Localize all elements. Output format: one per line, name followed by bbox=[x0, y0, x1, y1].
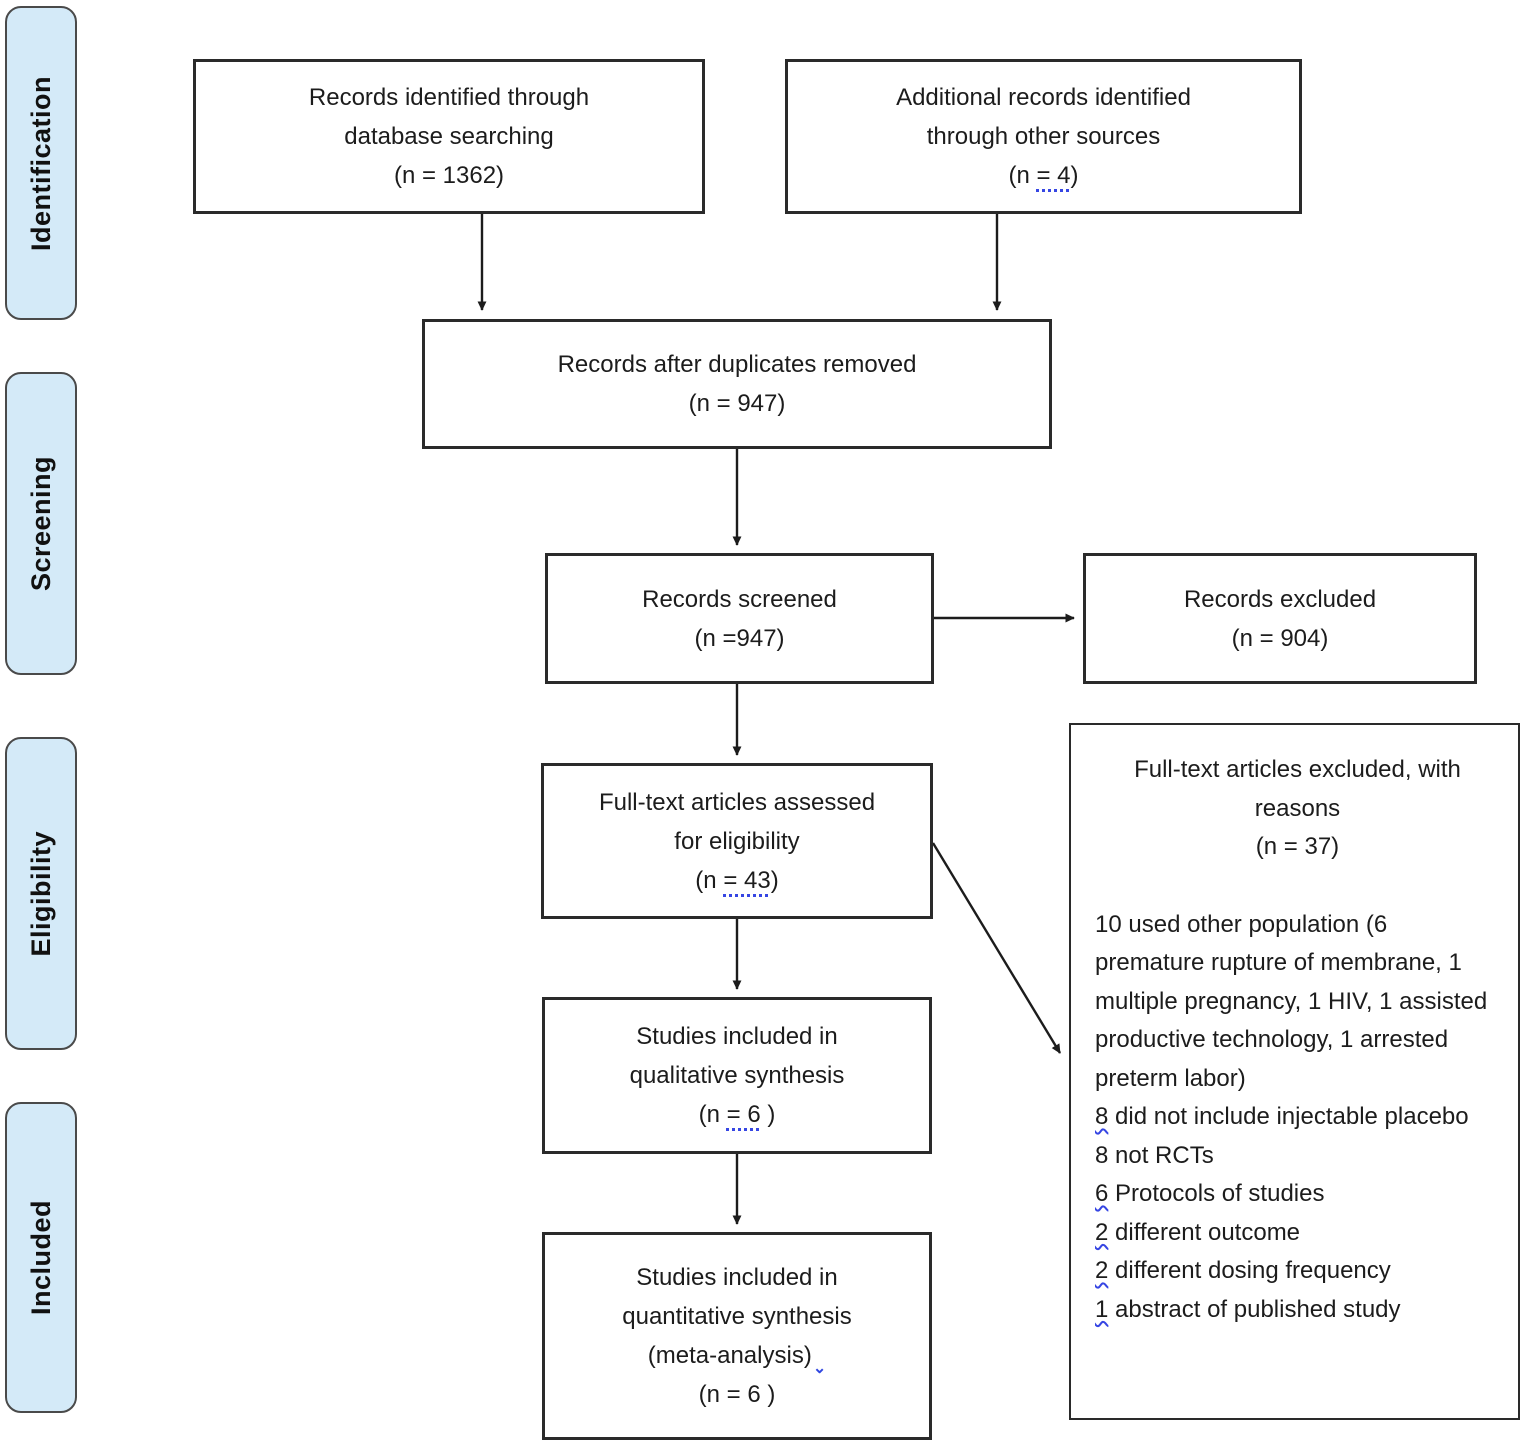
exclusion-reasons-list: 10 used other population (6 premature ru… bbox=[1095, 906, 1500, 1330]
stage-label: Included bbox=[25, 1199, 56, 1315]
exclusion-reason: 6 Protocols of studies bbox=[1095, 1180, 1325, 1207]
box-fulltext-excluded-reasons: Full-text articles excluded, with reason… bbox=[1069, 723, 1520, 1420]
box-qualitative-synthesis: Studies included in qualitative synthesi… bbox=[542, 997, 932, 1154]
reason-count: 8 bbox=[1095, 1141, 1109, 1169]
box-records-identified: Records identified through database sear… bbox=[193, 59, 705, 214]
box-count: (n = 37) bbox=[1255, 833, 1340, 860]
box-count: (n =947) bbox=[694, 624, 785, 652]
box-records-excluded: Records excluded (n = 904) bbox=[1083, 553, 1477, 684]
reason-count: 6 bbox=[1095, 1180, 1109, 1207]
arrow-fulltext-to-reasons bbox=[931, 842, 1062, 1054]
box-text: quantitative synthesis bbox=[622, 1303, 852, 1330]
stage-identification: Identification bbox=[5, 6, 77, 320]
exclusion-reason: 8 not RCTs bbox=[1095, 1141, 1214, 1169]
box-text: Additional records identified bbox=[896, 84, 1191, 111]
stage-screening: Screening bbox=[5, 372, 77, 675]
box-count: (n = 904) bbox=[1231, 624, 1329, 652]
exclusion-reason: 2 different outcome bbox=[1095, 1218, 1301, 1246]
stage-label: Eligibility bbox=[25, 830, 56, 957]
box-text: Records identified through bbox=[308, 84, 590, 111]
exclusion-reason: 2 different dosing frequency bbox=[1095, 1257, 1391, 1284]
box-count: (n = 4) bbox=[1008, 162, 1079, 189]
grammar-check-mark: ⌄ bbox=[812, 1360, 827, 1377]
blank-line bbox=[1095, 867, 1500, 906]
box-count: (n = 6 ) bbox=[698, 1381, 776, 1408]
spellcheck-dotted-underline: = 6 bbox=[726, 1101, 761, 1128]
box-additional-records: Additional records identified through ot… bbox=[785, 59, 1302, 214]
box-text: Studies included in bbox=[636, 1023, 838, 1050]
box-text: qualitative synthesis bbox=[629, 1062, 845, 1089]
box-text: (meta-analysis)⌄ bbox=[647, 1342, 827, 1377]
box-count: (n = 6 ) bbox=[698, 1101, 776, 1128]
box-text: Full-text articles assessed bbox=[598, 788, 876, 816]
box-text: for eligibility bbox=[674, 827, 800, 855]
exclusion-reason: 1 abstract of published study bbox=[1095, 1295, 1401, 1323]
stage-label: Identification bbox=[25, 75, 56, 251]
exclusion-reason: 10 used other population (6 premature ru… bbox=[1095, 910, 1488, 1092]
reason-count: 1 bbox=[1095, 1295, 1109, 1323]
reasons-title: Full-text articles excluded, with reason… bbox=[1095, 751, 1500, 867]
box-text: Records screened bbox=[642, 585, 837, 613]
box-records-screened: Records screened (n =947) bbox=[545, 553, 934, 684]
box-count: (n = 1362) bbox=[393, 162, 505, 189]
stage-eligibility: Eligibility bbox=[5, 737, 77, 1050]
exclusion-reason: 8 did not include injectable placebo bbox=[1095, 1103, 1469, 1130]
box-fulltext-assessed: Full-text articles assessed for eligibil… bbox=[541, 763, 933, 919]
box-text: Studies included in bbox=[636, 1264, 838, 1291]
box-duplicates-removed: Records after duplicates removed (n = 94… bbox=[422, 319, 1052, 449]
reason-count: 8 bbox=[1095, 1103, 1109, 1130]
box-text: database searching bbox=[344, 123, 554, 150]
spellcheck-dotted-underline: = 43 bbox=[723, 866, 771, 894]
stage-label: Screening bbox=[25, 455, 56, 592]
box-text: Records excluded bbox=[1183, 585, 1377, 613]
box-count: (n = 947) bbox=[688, 390, 786, 417]
box-text: through other sources bbox=[926, 123, 1161, 150]
reason-count: 10 bbox=[1095, 910, 1122, 938]
box-text: Records after duplicates removed bbox=[557, 351, 917, 378]
spellcheck-dotted-underline: = 4 bbox=[1036, 162, 1071, 189]
reason-count: 2 bbox=[1095, 1218, 1109, 1246]
box-count: (n = 43) bbox=[695, 866, 779, 894]
box-quantitative-synthesis: Studies included in quantitative synthes… bbox=[542, 1232, 932, 1440]
stage-included: Included bbox=[5, 1102, 77, 1413]
reason-count: 2 bbox=[1095, 1257, 1109, 1284]
